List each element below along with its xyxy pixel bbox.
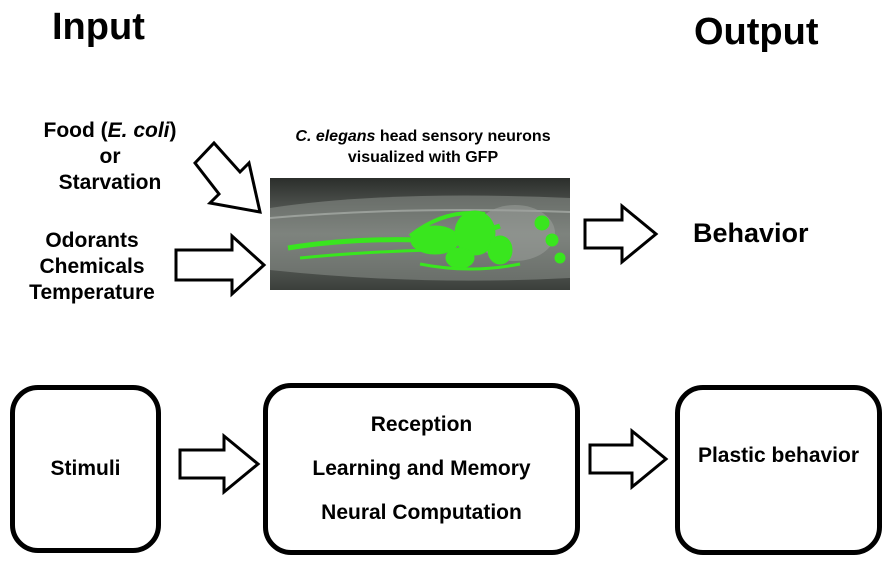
behavior-arrow-icon: [583, 202, 659, 266]
sensory-stimuli-label: Odorants Chemicals Temperature: [29, 229, 155, 304]
stimuli-label: Stimuli: [50, 457, 121, 480]
process-reception: Reception: [370, 413, 473, 436]
plastic-behavior-label: Plastic behavior: [697, 444, 860, 467]
processing-box: Reception Learning and Memory Neural Com…: [263, 383, 580, 555]
input-heading: Input: [52, 6, 145, 48]
behavior-label: Behavior: [693, 218, 809, 248]
food-starvation-label: Food (E. coli) or Starvation: [43, 119, 177, 194]
micrograph-caption: C. elegans head sensory neurons visualiz…: [295, 128, 551, 166]
processing-list: Reception Learning and Memory Neural Com…: [312, 403, 530, 535]
processing-arrow-icon: [588, 427, 669, 491]
stimuli-box: Stimuli: [10, 385, 161, 553]
food-arrow-icon: [193, 140, 262, 214]
odorants-arrow-icon: [174, 232, 267, 298]
gfp-neuron-micrograph: [270, 178, 570, 290]
plastic-behavior-box: Plastic behavior: [675, 385, 882, 555]
process-neural-computation: Neural Computation: [321, 501, 522, 524]
output-heading: Output: [694, 11, 819, 53]
stimuli-arrow-icon: [178, 432, 261, 496]
process-learning-memory: Learning and Memory: [312, 457, 531, 480]
